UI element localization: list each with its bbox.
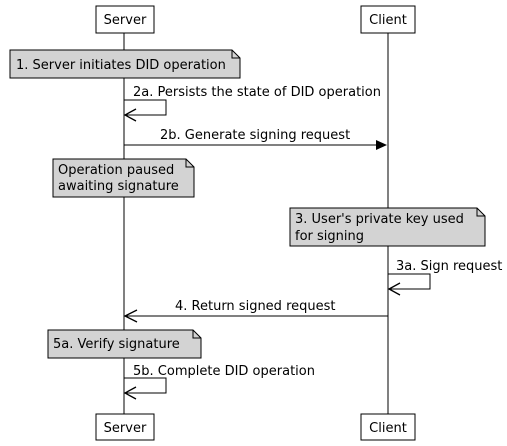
note-verify-signature-text: 5a. Verify signature xyxy=(53,337,180,352)
message-5b: 5b. Complete DID operation xyxy=(123,364,315,400)
client-label-top: Client xyxy=(369,13,407,28)
note-operation-paused-line2: awaiting signature xyxy=(58,179,179,194)
note-private-key: 3. User's private key used for signing xyxy=(289,207,486,247)
message-4-label: 4. Return signed request xyxy=(175,299,335,314)
note-server-initiates: 1. Server initiates DID operation xyxy=(9,49,241,79)
server-label-top: Server xyxy=(104,13,147,28)
note-verify-signature: 5a. Verify signature xyxy=(47,329,202,359)
message-4: 4. Return signed request xyxy=(123,299,388,323)
note-operation-paused: Operation paused awaiting signature xyxy=(52,158,195,198)
note-private-key-line1: 3. User's private key used xyxy=(295,212,464,227)
note-private-key-line2: for signing xyxy=(295,229,364,244)
message-3a-label: 3a. Sign request xyxy=(396,259,502,274)
server-label-bottom: Server xyxy=(104,421,147,436)
message-2a: 2a. Persists the state of DID operation xyxy=(123,85,381,122)
server-participant-bottom: Server xyxy=(95,413,155,441)
message-2a-label: 2a. Persists the state of DID operation xyxy=(133,85,381,100)
message-5b-label: 5b. Complete DID operation xyxy=(133,364,315,379)
message-3a: 3a. Sign request xyxy=(387,259,502,296)
client-participant-top: Client xyxy=(360,5,416,34)
message-2b: 2b. Generate signing request xyxy=(124,128,387,150)
message-2b-label: 2b. Generate signing request xyxy=(160,128,350,143)
note-server-initiates-text: 1. Server initiates DID operation xyxy=(16,58,226,73)
note-operation-paused-line1: Operation paused xyxy=(58,163,174,178)
client-label-bottom: Client xyxy=(369,421,407,436)
client-participant-bottom: Client xyxy=(360,413,416,441)
server-participant-top: Server xyxy=(95,5,155,34)
